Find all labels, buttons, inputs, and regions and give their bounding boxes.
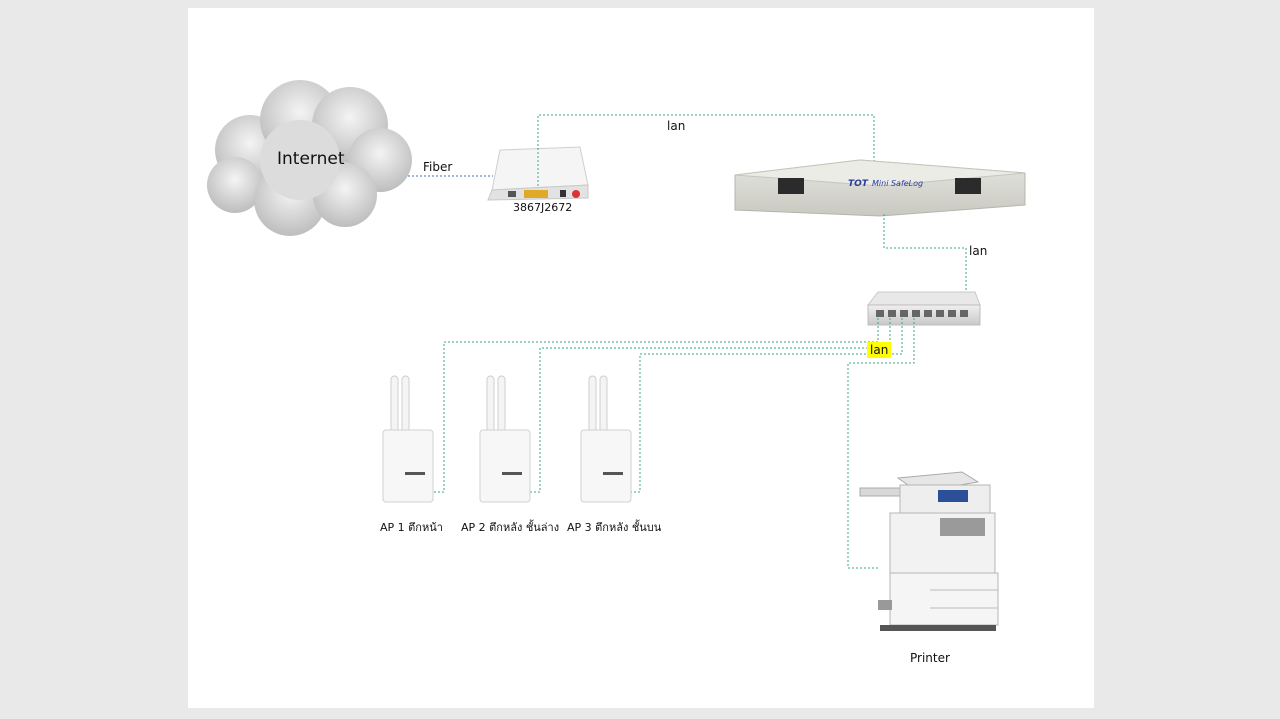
lan-cable-ap1 <box>432 318 879 493</box>
lan-label-right: lan <box>969 244 988 258</box>
lan-cable-ap3 <box>628 318 903 493</box>
ont-modem-icon <box>487 146 589 201</box>
safelog-name-text: Mini SafeLog <box>872 179 923 188</box>
lan-cable-safelog-switch <box>883 214 967 296</box>
lan-cable-printer <box>847 318 915 569</box>
printer-icon <box>859 471 999 631</box>
internet-cloud-icon <box>207 80 412 236</box>
ap1-label: AP 1 ตึกหน้า <box>380 521 443 534</box>
printer-label: Printer <box>910 651 950 665</box>
lan-label-switch-text: lan <box>867 342 892 358</box>
network-switch-icon <box>866 291 981 326</box>
access-point-3-icon <box>580 375 632 503</box>
ap3-label: AP 3 ตึกหลัง ชั้นบน <box>567 521 662 534</box>
access-point-2-icon <box>479 375 531 503</box>
safelog-brand-text: TOT <box>848 179 869 189</box>
internet-label: Internet <box>277 149 345 169</box>
modem-id-label: 3867J2672 <box>513 201 573 214</box>
lan-label-top: lan <box>667 119 686 133</box>
lan-cable-ap2 <box>530 318 891 493</box>
lan-label-switch: lan <box>867 342 892 358</box>
access-point-1-icon <box>382 375 434 503</box>
fiber-label: Fiber <box>423 160 453 174</box>
ap2-label: AP 2 ตึกหลัง ชั้นล่าง <box>461 521 560 534</box>
mini-safelog-appliance-icon <box>734 159 1026 217</box>
